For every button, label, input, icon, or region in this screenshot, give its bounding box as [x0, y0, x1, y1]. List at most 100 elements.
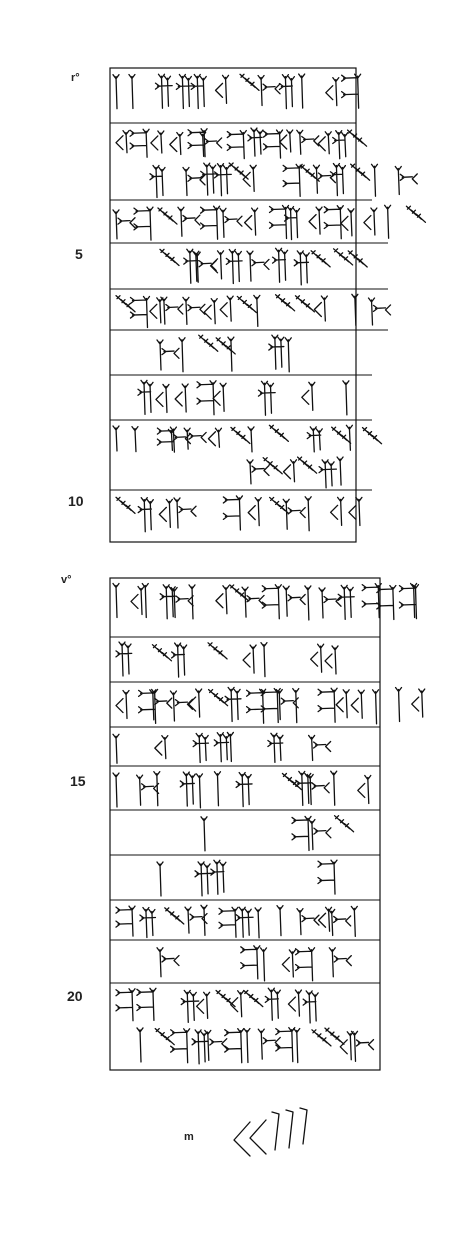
cuneiform-sign — [329, 496, 345, 526]
cuneiform-sign — [175, 73, 194, 110]
obverse-panel — [109, 67, 427, 543]
cuneiform-sign — [137, 688, 159, 725]
cuneiform-sign — [226, 731, 235, 763]
cuneiform-sign — [222, 495, 244, 531]
cuneiform-sign — [275, 1026, 296, 1063]
cuneiform-sign — [180, 989, 200, 1024]
obverse-frame — [109, 67, 357, 543]
cuneiform-sign — [394, 165, 418, 196]
cuneiform-sign — [357, 774, 372, 805]
cuneiform-sign — [317, 859, 338, 895]
line-number-5: 5 — [75, 246, 83, 262]
cuneiform-sign — [112, 582, 120, 619]
cuneiform-sign — [177, 206, 201, 237]
cuneiform-sign — [193, 251, 217, 283]
cuneiform-sign — [200, 816, 208, 852]
cuneiform-sign — [207, 642, 228, 660]
cuneiform-sign — [213, 771, 222, 807]
cuneiform-sign — [236, 295, 257, 314]
cuneiform-sign — [318, 587, 342, 619]
cuneiform-sign — [112, 74, 120, 110]
cuneiform-sign — [212, 382, 227, 412]
cuneiform-sign — [156, 339, 180, 371]
cuneiform-sign — [198, 334, 219, 352]
cuneiform-sign — [112, 733, 120, 764]
cuneiform-sign — [405, 205, 427, 223]
cuneiform-sign — [247, 426, 255, 453]
cuneiform-sign — [324, 1027, 345, 1045]
cuneiform-sign — [137, 497, 154, 533]
cuneiform-sign — [257, 1028, 281, 1060]
cuneiform-sign — [264, 987, 281, 1021]
cuneiform-sign — [311, 1029, 332, 1047]
cuneiform-sign — [310, 250, 331, 268]
cuneiform-sign — [302, 990, 319, 1024]
cuneiform-sign — [308, 206, 323, 235]
cuneiform-sign — [130, 585, 145, 616]
cuneiform-sign — [247, 127, 264, 157]
cuneiform-sign — [129, 295, 151, 329]
cuneiform-sign — [182, 296, 206, 325]
cuneiform-sign — [259, 947, 268, 982]
cuneiform-sign — [115, 130, 130, 154]
cuneiform-sign — [200, 162, 217, 196]
cuneiform-sign — [226, 129, 247, 160]
cuneiform-sign — [254, 907, 262, 939]
cuneiform-sign — [242, 164, 257, 192]
cuneiform-sign — [247, 496, 262, 527]
cuneiform-sign — [328, 947, 352, 978]
cuneiform-sign — [329, 162, 347, 197]
cuneiform-sign — [282, 498, 306, 530]
cuneiform-sign — [282, 459, 298, 483]
cuneiform-sign — [296, 907, 320, 936]
cuneiform-sign — [301, 381, 316, 411]
cuneiform-sign — [317, 687, 338, 723]
cuneiform-sign — [333, 815, 355, 833]
cuneiform-sign — [298, 73, 306, 109]
cuneiform-sign — [115, 689, 130, 720]
cuneiform-sign — [215, 337, 236, 355]
cuneiform-sign — [411, 688, 426, 718]
cuneiform-sign — [332, 130, 349, 160]
cuneiform-sign — [281, 772, 303, 791]
cuneiform-sign — [304, 585, 312, 621]
edge-signs — [233, 1107, 308, 1157]
cuneiform-sign — [313, 295, 328, 322]
cuneiform-sign — [281, 949, 296, 978]
cuneiform-sign — [276, 905, 284, 937]
cuneiform-sign — [371, 689, 380, 725]
cuneiform-sign — [112, 772, 120, 808]
cuneiform-sign — [294, 947, 316, 982]
cuneiform-sign — [306, 426, 323, 453]
cuneiform-sign — [340, 73, 362, 109]
cuneiform-sign — [183, 427, 207, 450]
cuneiform-sign — [215, 989, 236, 1008]
cuneiform-sign — [204, 1029, 228, 1062]
cuneiform-sign — [245, 688, 267, 724]
cuneiform-sign — [160, 296, 184, 325]
cuneiform-sign — [363, 207, 378, 236]
reverse-signs — [112, 582, 426, 1065]
cuneiform-sign — [283, 205, 301, 241]
cuneiform-sign — [224, 686, 242, 723]
cuneiform-sign — [253, 294, 261, 328]
cuneiform-sign — [271, 247, 289, 283]
cuneiform-sign — [332, 248, 354, 266]
line-number-10: 10 — [68, 493, 84, 509]
cuneiform-sign — [154, 73, 173, 109]
cuneiform-sign — [159, 584, 176, 620]
cuneiform-sign — [262, 129, 284, 159]
cuneiform-sign — [279, 129, 294, 153]
cuneiform-sign — [136, 987, 157, 1021]
cuneiform-sign — [330, 770, 338, 806]
cuneiform-sign — [192, 732, 210, 764]
cuneiform-sign — [235, 771, 253, 808]
cuneiform-sign — [304, 496, 312, 532]
cuneiform-sign — [151, 644, 173, 662]
cuneiform-sign — [370, 163, 379, 197]
cuneiform-sign — [376, 584, 397, 621]
cuneiform-sign — [240, 945, 261, 980]
cuneiform-sign — [209, 250, 225, 280]
cuneiform-sign — [227, 336, 235, 372]
